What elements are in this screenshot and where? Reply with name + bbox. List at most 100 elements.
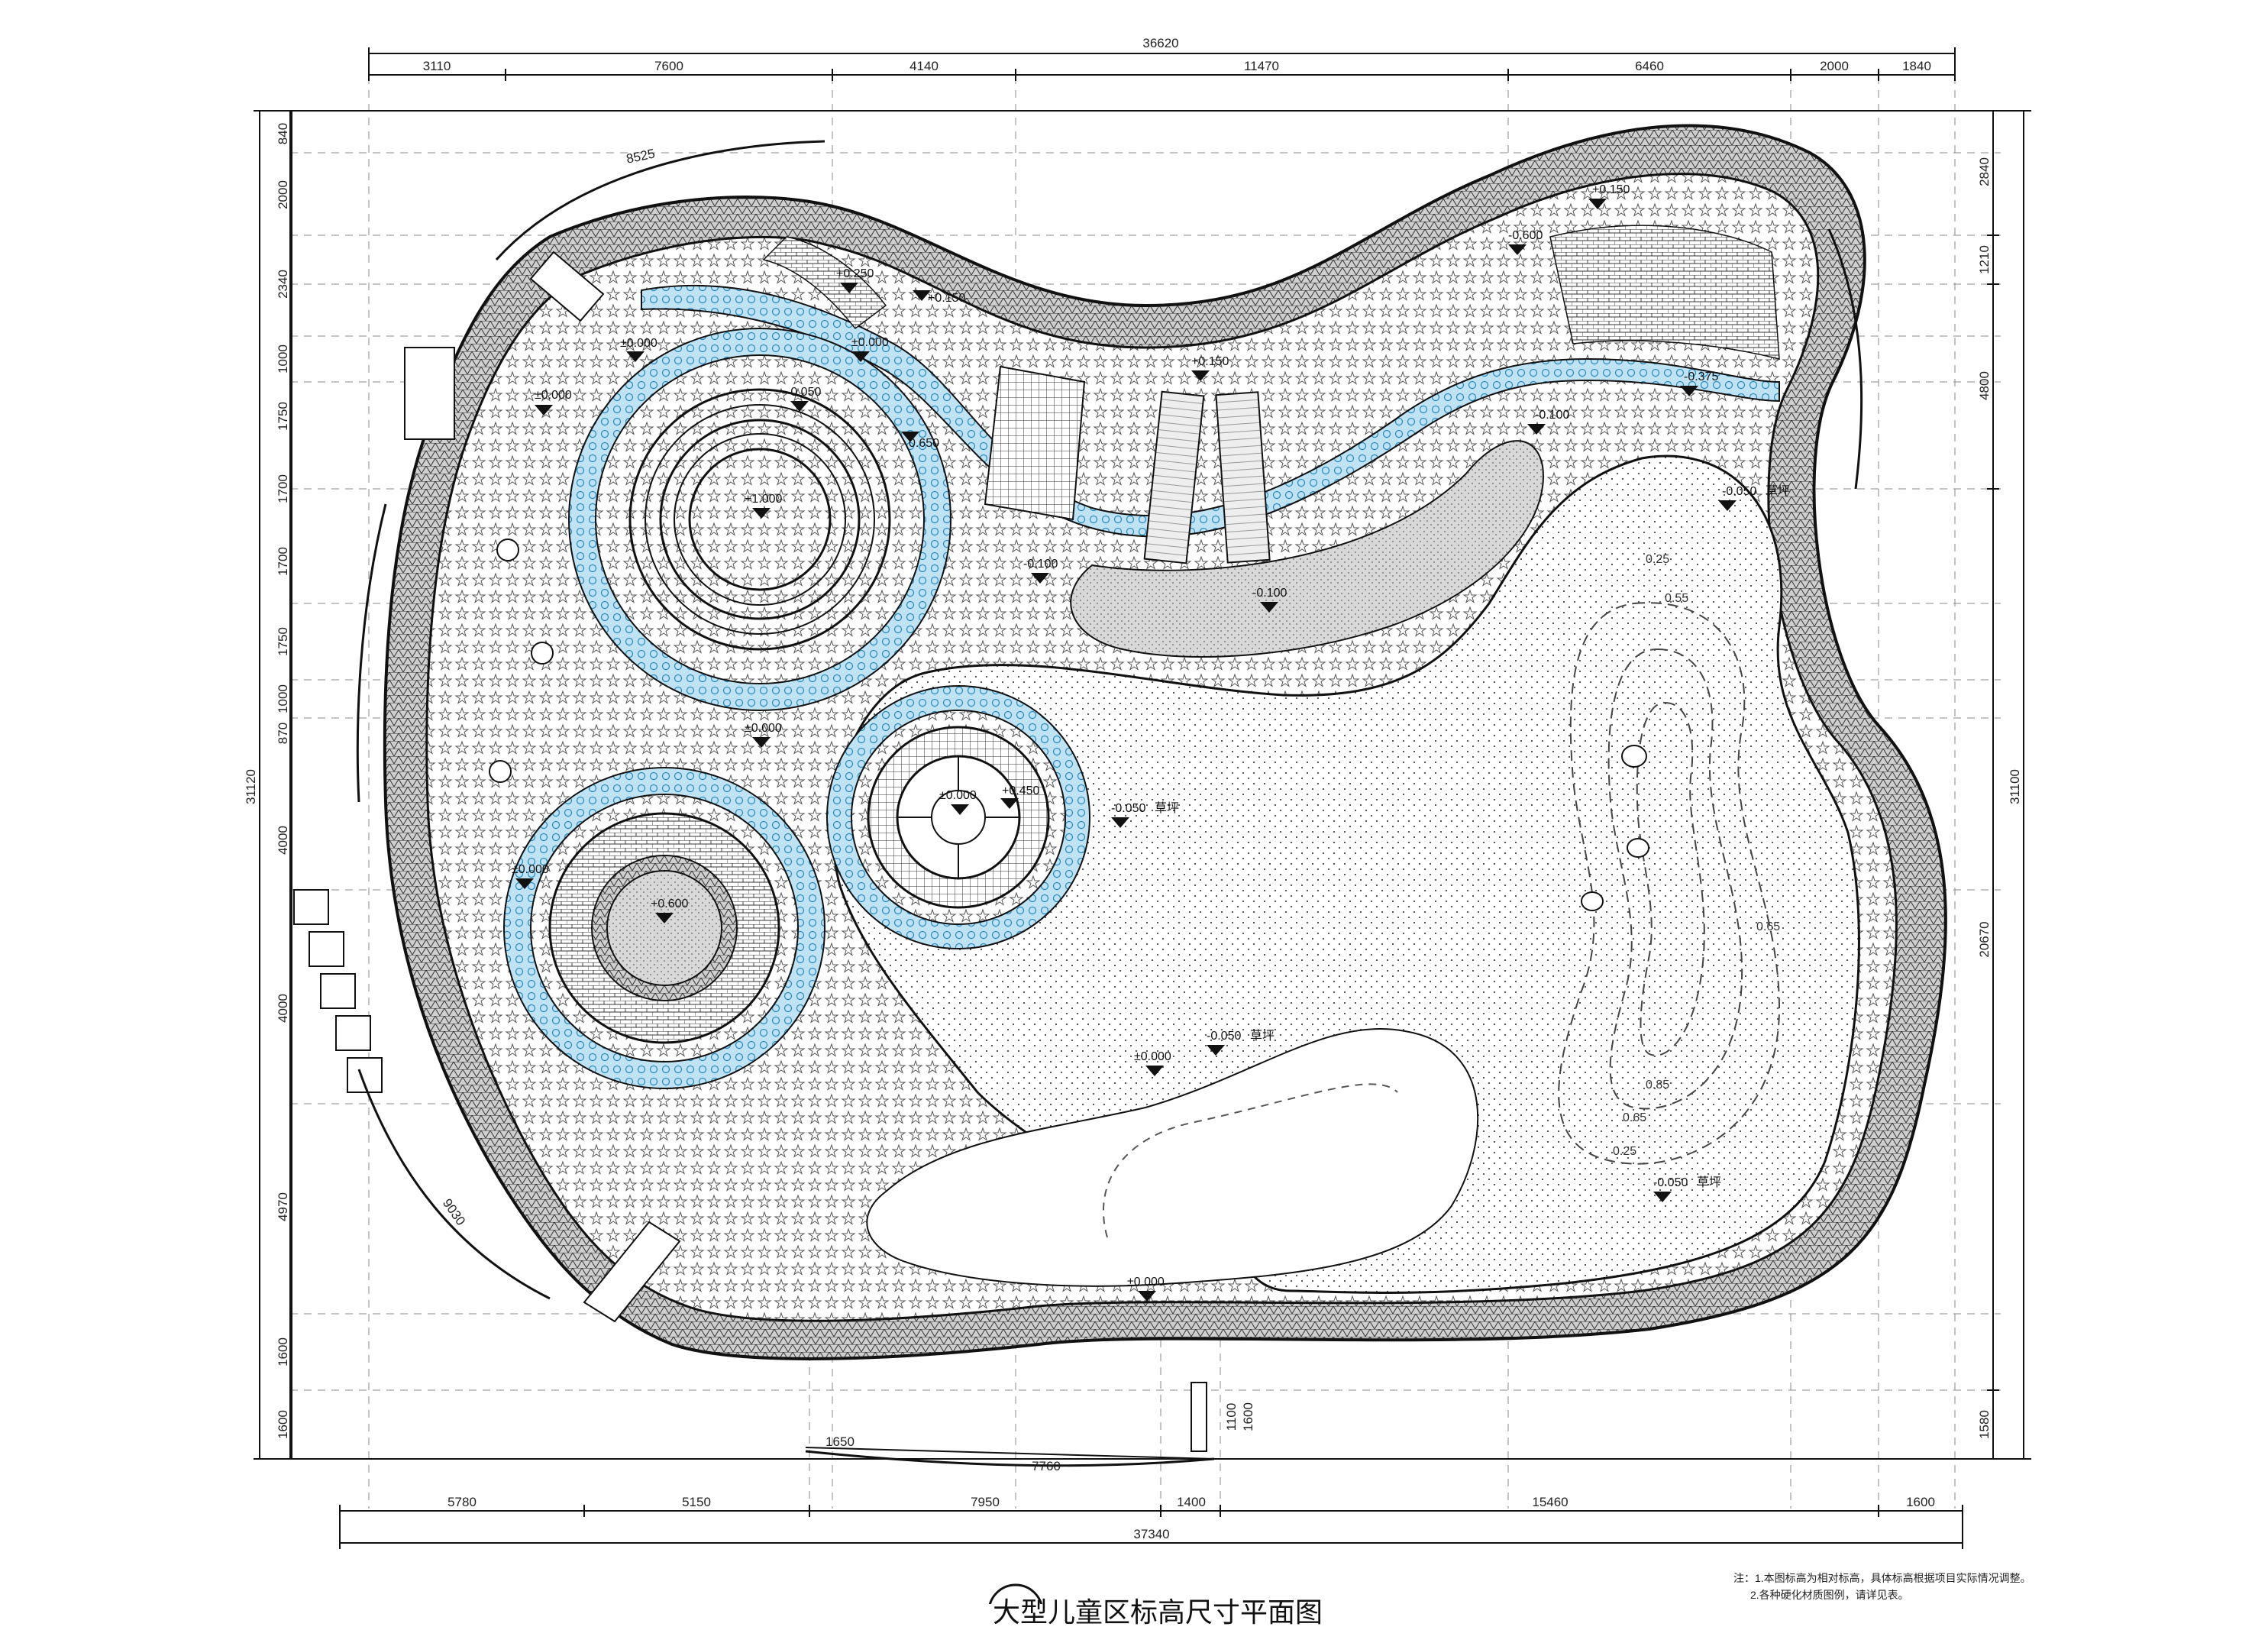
dim-text: 4140: [909, 59, 939, 73]
dim-text: 15460: [1532, 1495, 1568, 1509]
svg-text:-0.050: -0.050: [787, 386, 821, 399]
dim-text: 2840: [1977, 157, 1992, 186]
note-line: 注：1.本图标高为相对标高，具体标高根据项目实际情况调整。: [1733, 1572, 2031, 1584]
svg-text:±0.000: ±0.000: [939, 789, 977, 802]
elevation-marker: +0.450: [1000, 784, 1039, 809]
svg-text:0.65: 0.65: [1623, 1111, 1646, 1124]
svg-text:0.85: 0.85: [1646, 1079, 1669, 1092]
elevation-marker: -0.100: [1023, 558, 1058, 584]
title-symbol: [988, 1583, 1043, 1604]
svg-text:0.65: 0.65: [1756, 920, 1780, 933]
svg-text:+0.150: +0.150: [1592, 183, 1630, 196]
svg-text:±0.000: ±0.000: [851, 336, 889, 349]
svg-text:-0.100: -0.100: [1252, 587, 1287, 600]
drawing-notes: 注：1.本图标高为相对标高，具体标高根据项目实际情况调整。 2.各种硬化材质图例…: [1733, 1570, 2031, 1603]
dim-text: 1400: [1177, 1495, 1206, 1509]
dim-text: 1650: [825, 1434, 855, 1449]
circle-plaza-large: [568, 328, 951, 711]
elevation-marker: -0.050 草坪: [1111, 801, 1179, 828]
contour-lines: [1558, 602, 1781, 1165]
dim-text: 5150: [682, 1495, 711, 1509]
elevation-marker: +0.150: [1588, 183, 1630, 209]
svg-text:草坪: 草坪: [1766, 484, 1790, 498]
svg-text:0.25: 0.25: [1646, 553, 1669, 566]
planter-boxes: [293, 347, 455, 1093]
elevation-marker: ±0.000: [620, 337, 657, 362]
dim-text: 37340: [1133, 1527, 1169, 1541]
contour-labels: 0.25 0.55 0.65 0.85 0.65 0.25: [1613, 553, 1780, 1158]
dim-text: 9030: [440, 1196, 468, 1228]
elevation-marker: -0.100: [1252, 587, 1287, 613]
left-dims: 840 2000 2340 1000 1750 1700 1700 1750 1…: [244, 123, 290, 1439]
svg-text:+0.250: +0.250: [836, 267, 874, 280]
elevation-marker: ±0.000: [1134, 1050, 1171, 1076]
elevation-marker: ±0.000: [851, 336, 889, 362]
dim-text: 20670: [1977, 921, 1992, 957]
svg-text:0.55: 0.55: [1665, 592, 1688, 605]
elevation-marker: -0.050 草坪: [1653, 1176, 1721, 1202]
dimension-lines: [254, 47, 2031, 1549]
dim-text: 2000: [276, 180, 290, 209]
svg-text:±0.000: ±0.000: [512, 863, 549, 876]
dim-text: 11470: [1244, 59, 1279, 73]
svg-text:草坪: 草坪: [1155, 801, 1179, 815]
dim-text: 1840: [1902, 59, 1931, 73]
dim-text: 3110: [423, 59, 451, 73]
boulders: [489, 538, 1649, 911]
slide-ramp-2: [1215, 391, 1271, 564]
slide-ramp-1: [1143, 390, 1205, 564]
dim-text: 4000: [276, 994, 290, 1023]
elevation-marker: -0.100: [1527, 409, 1569, 435]
elevation-markers: ±0.000 ±0.000 ±0.000 ±0.000 ±0.000 ±0.00…: [512, 183, 1790, 1302]
dim-text: 36620: [1142, 36, 1178, 50]
dim-text: 1580: [1977, 1410, 1992, 1439]
svg-text:-0.050: -0.050: [1207, 1030, 1241, 1043]
dim-text: 1700: [276, 547, 290, 576]
elevation-marker: +0.150: [1191, 355, 1229, 381]
svg-text:±0.000: ±0.000: [620, 337, 657, 350]
svg-text:-0.050: -0.050: [1653, 1176, 1688, 1189]
dim-text: 4970: [276, 1192, 290, 1221]
dim-text: 1000: [276, 684, 290, 713]
elevation-marker: +0.150: [913, 290, 965, 305]
dim-text: 1600: [276, 1410, 290, 1439]
dim-text: 7600: [654, 59, 683, 73]
dim-text: 31100: [2008, 769, 2022, 804]
svg-text:±0.000: ±0.000: [535, 389, 572, 402]
dim-text: 1750: [276, 402, 290, 431]
svg-text:草坪: 草坪: [1697, 1176, 1721, 1189]
svg-text:-0.050: -0.050: [1111, 802, 1145, 815]
elevation-marker: ±0.000: [745, 722, 782, 748]
svg-text:±0.000: ±0.000: [745, 722, 782, 735]
elevation-marker: ±0.000: [535, 389, 572, 416]
dim-text: 7950: [971, 1495, 1000, 1509]
elevation-marker: -0.600: [1508, 229, 1543, 255]
svg-text:-0.100: -0.100: [1535, 409, 1569, 422]
elevation-marker: +1.000: [745, 493, 782, 519]
elevation-marker: +0.600: [651, 897, 688, 923]
svg-text:±0.000: ±0.000: [1134, 1050, 1171, 1063]
svg-text:-0.050: -0.050: [1722, 485, 1756, 498]
dim-text: 2000: [1820, 59, 1849, 73]
svg-text:-0.100: -0.100: [1023, 558, 1058, 571]
sand-pit: [866, 1027, 1479, 1287]
svg-text:+0.150: +0.150: [1191, 355, 1229, 368]
dim-text: 1000: [276, 344, 290, 374]
note-line: 2.各种硬化材质图例，请详见表。: [1750, 1589, 1909, 1601]
brick-paving-right: [1549, 225, 1780, 360]
svg-text:-0.600: -0.600: [1508, 229, 1543, 242]
dim-text: 870: [276, 723, 290, 744]
grid-paving: [984, 365, 1086, 521]
elevation-marker: +0.250: [836, 267, 874, 293]
svg-text:0.25: 0.25: [1613, 1145, 1636, 1158]
dim-text: 5780: [447, 1495, 477, 1509]
lawn-area: [832, 454, 1860, 1294]
svg-text:0.650: 0.650: [909, 437, 939, 450]
top-total-dim: 36620: [1142, 36, 1178, 50]
dim-text: 8525: [625, 146, 656, 166]
circle-plaza-medium: [503, 767, 825, 1089]
dim-text: 1100: [1224, 1403, 1239, 1431]
elevation-marker: 0.650: [901, 432, 939, 450]
